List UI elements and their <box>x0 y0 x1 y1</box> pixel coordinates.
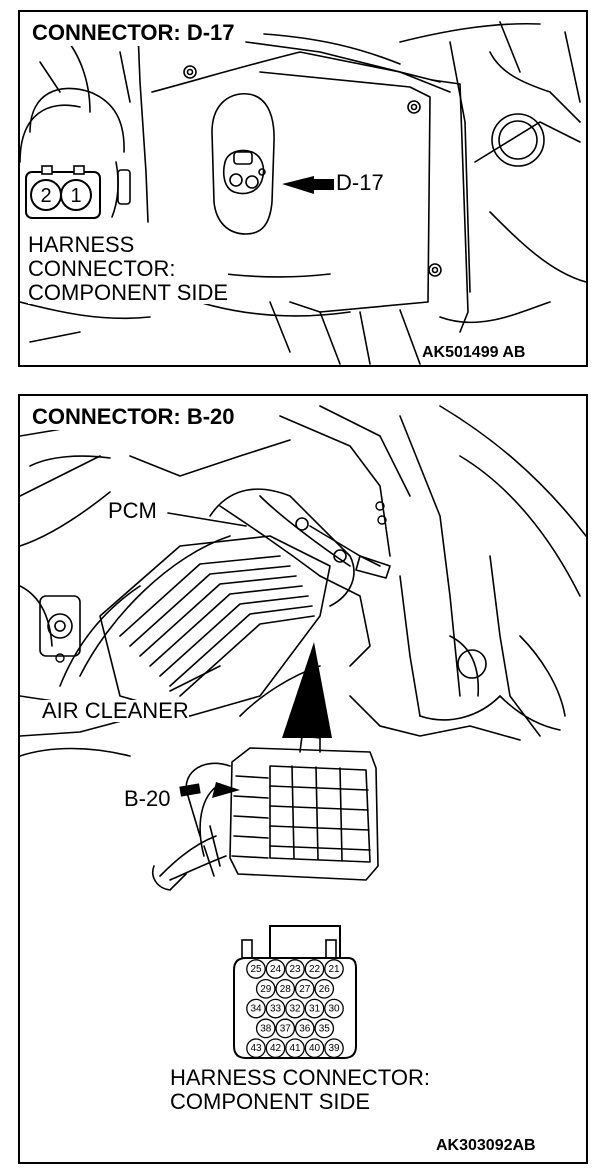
b20-pin-21 <box>324 959 344 979</box>
b20-pin-label-30: 30 <box>328 1004 340 1015</box>
connector-d17-panel: 2 1 CONNECTOR: D-17 D-17 HARNESS CONNECT… <box>18 10 588 367</box>
b20-pin-28 <box>275 978 296 999</box>
d17-figure-code: AK501499 AB <box>422 344 526 361</box>
b20-pin-label-36: 36 <box>299 1023 311 1034</box>
b20-pin-41 <box>285 1038 305 1059</box>
b20-pin-23 <box>285 959 305 979</box>
b20-arrow-icon <box>179 782 240 798</box>
d17-callout-label: D-17 <box>336 170 384 195</box>
b20-pin-label-22: 22 <box>309 964 321 975</box>
b20-pin-label-43: 43 <box>250 1043 262 1054</box>
b20-pin-43 <box>246 1038 266 1059</box>
b20-pin-38 <box>255 1018 276 1039</box>
b20-pin-label-40: 40 <box>309 1043 321 1054</box>
b20-pin-32 <box>285 998 305 1019</box>
b20-harness-caption: HARNESS CONNECTOR: COMPONENT SIDE <box>170 1065 430 1114</box>
d17-harness-caption: HARNESS CONNECTOR: COMPONENT SIDE <box>28 232 229 305</box>
b20-callout-label: B-20 <box>124 786 171 811</box>
b20-pin-label-33: 33 <box>270 1004 282 1015</box>
b20-pin-40 <box>304 1038 325 1059</box>
b20-pin-label-37: 37 <box>280 1023 292 1034</box>
pcm-label: PCM <box>108 498 157 523</box>
b20-pin-34 <box>246 998 266 1019</box>
b20-pin-39 <box>324 1038 344 1059</box>
d17-arrow-icon <box>282 176 334 194</box>
b20-pin-label-32: 32 <box>289 1004 301 1015</box>
b20-pin-label-31: 31 <box>309 1004 321 1015</box>
b20-pin-label-29: 29 <box>260 984 272 995</box>
pointer-triangle <box>282 642 332 738</box>
b20-pin-label-39: 39 <box>328 1043 340 1054</box>
b20-pin-26 <box>314 978 335 999</box>
b20-pin-33 <box>265 998 286 1019</box>
connector-b20-title: CONNECTOR: B-20 <box>30 406 239 430</box>
b20-pin-29 <box>255 978 276 999</box>
b20-pin-25 <box>246 959 266 979</box>
b20-pin-37 <box>275 1018 296 1039</box>
b20-pin-label-28: 28 <box>280 984 292 995</box>
b20-pin-label-24: 24 <box>270 964 282 975</box>
connector-d17-title: CONNECTOR: D-17 <box>30 22 239 46</box>
b20-pin-label-27: 27 <box>299 984 311 995</box>
b20-pin-24 <box>265 959 286 979</box>
engine-bay-illustration-d17: 2 1 <box>20 21 586 365</box>
d17-pin-1 <box>60 179 92 211</box>
b20-pin-36 <box>294 1018 315 1039</box>
b20-pin-31 <box>304 998 325 1019</box>
b20-pin-label-42: 42 <box>270 1043 282 1054</box>
d17-pin-housing: 2 1 <box>25 165 101 219</box>
b20-pin-22 <box>304 959 325 979</box>
connector-b20-panel: 25 24 23 22 21 29 28 27 26 34 33 32 31 30 38 37 36 35 43 42… <box>18 394 588 1164</box>
b20-pin-label-34: 34 <box>250 1004 262 1015</box>
b20-pin-42 <box>265 1038 286 1059</box>
b20-pin-label-21: 21 <box>328 964 340 975</box>
air-cleaner-label: AIR CLEANER <box>42 698 189 723</box>
b20-pin-connector: 25 24 23 22 21 29 28 27 26 34 33 32 31 30 38 37 36 35 43 42… <box>233 925 357 1059</box>
b20-pin-27 <box>294 978 315 999</box>
b20-pin-label-41: 41 <box>289 1043 301 1054</box>
b20-pin-30 <box>324 998 344 1019</box>
b20-pin-label-26: 26 <box>319 984 331 995</box>
b20-pin-label-38: 38 <box>260 1023 272 1034</box>
d17-pin-label-1: 1 <box>70 185 81 207</box>
b20-pin-label-35: 35 <box>319 1023 331 1034</box>
b20-pin-label-25: 25 <box>250 964 262 975</box>
b20-figure-code: AK303092AB <box>436 1137 536 1154</box>
d17-pin-label-2: 2 <box>40 185 51 207</box>
engine-bay-illustration-b20: 25 24 23 22 21 29 28 27 26 34 33 32 31 30 38 37 36 35 43 42… <box>20 405 586 1059</box>
b20-pin-35 <box>314 1018 335 1039</box>
b20-pin-label-23: 23 <box>289 964 301 975</box>
